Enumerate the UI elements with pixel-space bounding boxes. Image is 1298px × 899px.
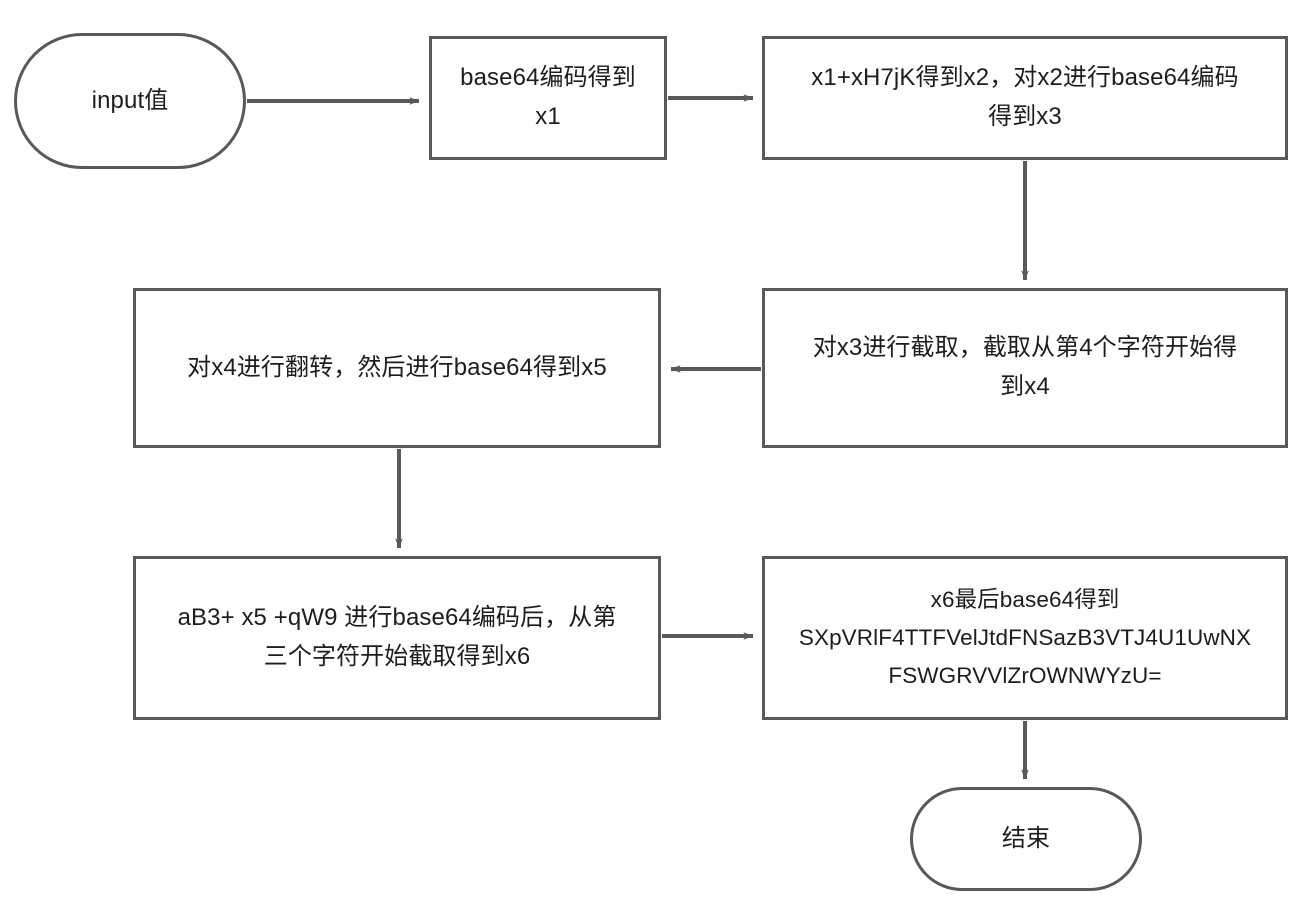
node-input-label: input值 bbox=[91, 86, 169, 114]
node-end-label: 结束 bbox=[1001, 824, 1051, 852]
node-wrap-encode-substring-x6-label: aB3+ x5 +qW9 进行base64编码后，从第 三个字符开始截取得到x6 bbox=[177, 604, 617, 670]
node-reverse-encode-x5-label: 对x4进行翻转，然后进行base64得到x5 bbox=[187, 353, 607, 381]
node-base64-x1-label: base64编码得到 x1 bbox=[460, 64, 636, 130]
node-final-base64-result[interactable]: x6最后base64得到 SXpVRlF4TTFVelJtdFNSazB3VTJ… bbox=[762, 556, 1288, 720]
node-concat-encode-x3-label: x1+xH7jK得到x2，对x2进行base64编码 得到x3 bbox=[811, 64, 1239, 130]
node-end[interactable]: 结束 bbox=[910, 787, 1142, 891]
node-concat-encode-x3[interactable]: x1+xH7jK得到x2，对x2进行base64编码 得到x3 bbox=[762, 36, 1288, 160]
node-reverse-encode-x5[interactable]: 对x4进行翻转，然后进行base64得到x5 bbox=[133, 288, 661, 448]
node-base64-x1[interactable]: base64编码得到 x1 bbox=[429, 36, 667, 160]
node-substring-x4-label: 对x3进行截取，截取从第4个字符开始得 到x4 bbox=[812, 334, 1238, 400]
node-wrap-encode-substring-x6[interactable]: aB3+ x5 +qW9 进行base64编码后，从第 三个字符开始截取得到x6 bbox=[133, 556, 661, 720]
node-final-base64-result-label: x6最后base64得到 SXpVRlF4TTFVelJtdFNSazB3VTJ… bbox=[798, 587, 1252, 688]
node-substring-x4[interactable]: 对x3进行截取，截取从第4个字符开始得 到x4 bbox=[762, 288, 1288, 448]
node-input[interactable]: input值 bbox=[14, 33, 246, 169]
